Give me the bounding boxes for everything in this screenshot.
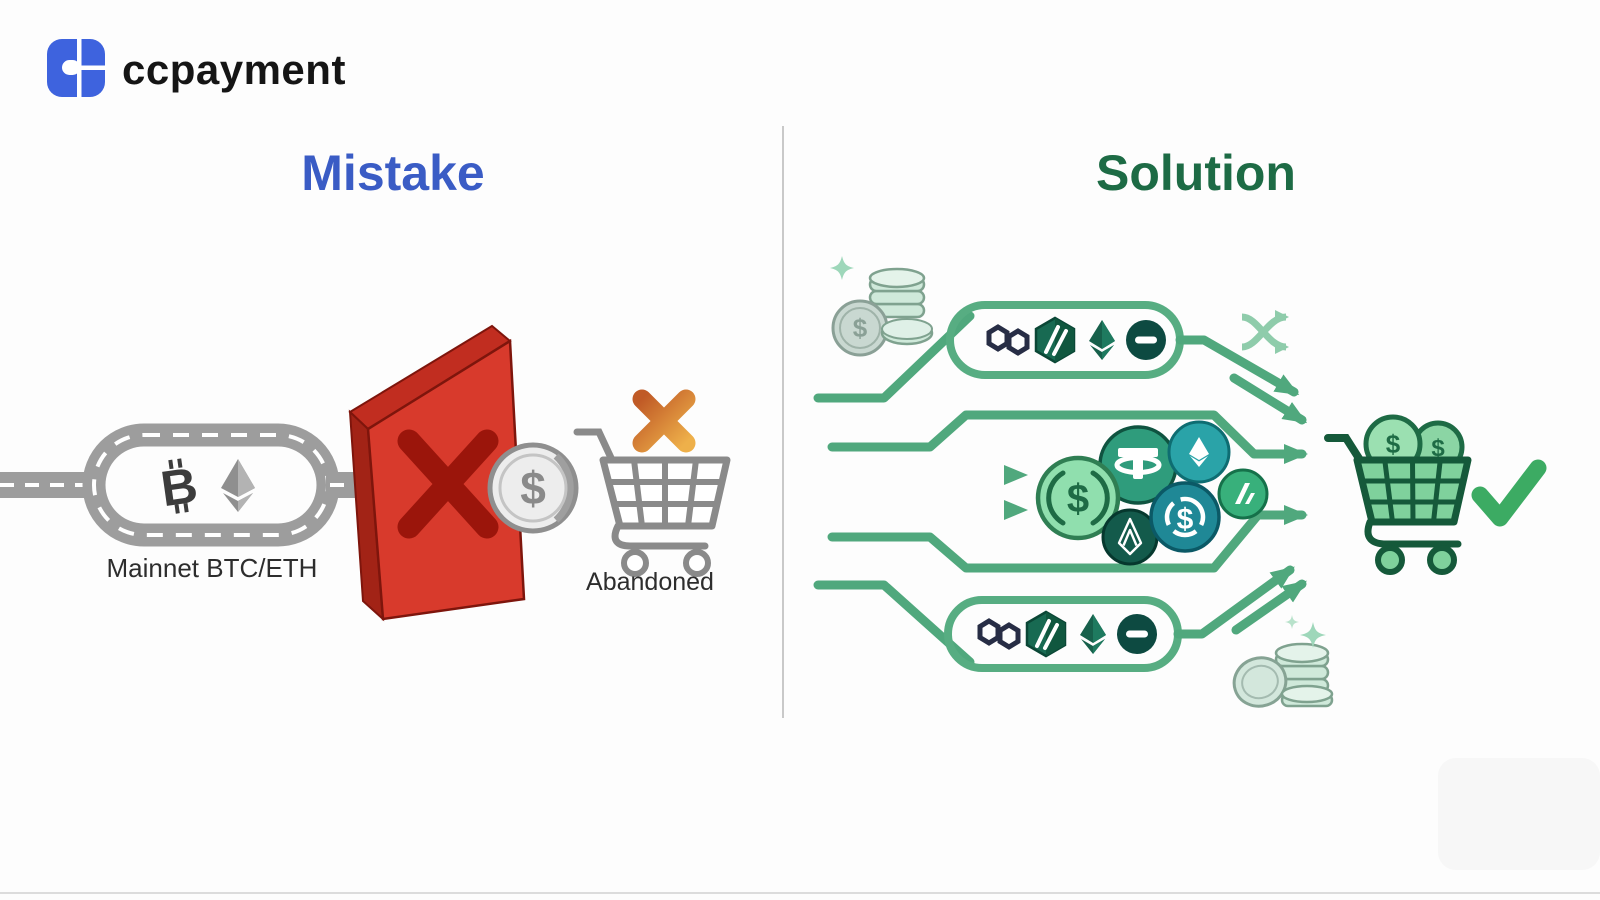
solution-cart-icon: $ $: [1324, 414, 1472, 575]
arrow-line: [1229, 373, 1308, 425]
usdc-coin-icon: $: [1149, 481, 1221, 553]
mistake-title: Mistake: [301, 145, 485, 201]
solution-diagram: $ $ $: [813, 256, 1547, 708]
dollar-glyph: $: [1386, 429, 1401, 459]
arrow-line: [1175, 335, 1300, 397]
network-pipes: [813, 301, 1308, 672]
solution-title: Solution: [1096, 145, 1296, 201]
eos-coin-icon: [1101, 508, 1159, 566]
coin-cluster: $ $: [1035, 420, 1269, 566]
sparkle-icon: [1285, 615, 1299, 629]
blockchain-link-icon: [0, 423, 370, 547]
corner-watermark: [1438, 758, 1600, 870]
capsule-icons-bottom: [980, 612, 1157, 656]
checkmark-icon: [1471, 459, 1547, 527]
arrow-line: [827, 410, 1308, 464]
cross-icon: [397, 429, 499, 539]
dollar-glyph: $: [1177, 503, 1194, 536]
sparkle-icon: [1300, 622, 1326, 648]
coin-stack-icon: $: [830, 256, 934, 357]
dollar-glyph: $: [1067, 477, 1089, 521]
bitcoin-icon: B: [157, 457, 201, 517]
chain-label: Mainnet BTC/ETH: [106, 553, 318, 583]
mistake-diagram: B $: [0, 324, 731, 622]
arrow-line: [1173, 565, 1295, 639]
crypto-coin-icon: [1217, 468, 1269, 520]
abandoned-label: Abandoned: [586, 568, 714, 596]
dollar-glyph: $: [520, 462, 546, 514]
dollar-coin-icon: $: [487, 442, 579, 534]
brand-text: ccpayment: [122, 46, 346, 93]
arrow-line: [1231, 579, 1307, 635]
sparkle-icon: [830, 256, 854, 280]
ethereum-coin-icon: [1167, 420, 1231, 484]
panel-divider: [782, 126, 784, 718]
bottom-edge-line: [0, 892, 1600, 894]
coin-stack-icon: [1232, 615, 1334, 708]
arrow-line: [827, 505, 1308, 573]
ccpayment-logo-icon: [47, 38, 106, 98]
shuffle-icon: [1241, 310, 1289, 354]
ethereum-icon: [221, 459, 255, 512]
cross-icon: [632, 389, 696, 453]
dollar-glyph: $: [1431, 435, 1445, 462]
blocked-wall-icon: [348, 324, 526, 622]
usd-coin-icon: $: [1035, 455, 1121, 541]
capsule-icons-top: [989, 318, 1166, 362]
shopping-cart-icon: [573, 428, 731, 577]
dollar-glyph: $: [853, 313, 868, 343]
